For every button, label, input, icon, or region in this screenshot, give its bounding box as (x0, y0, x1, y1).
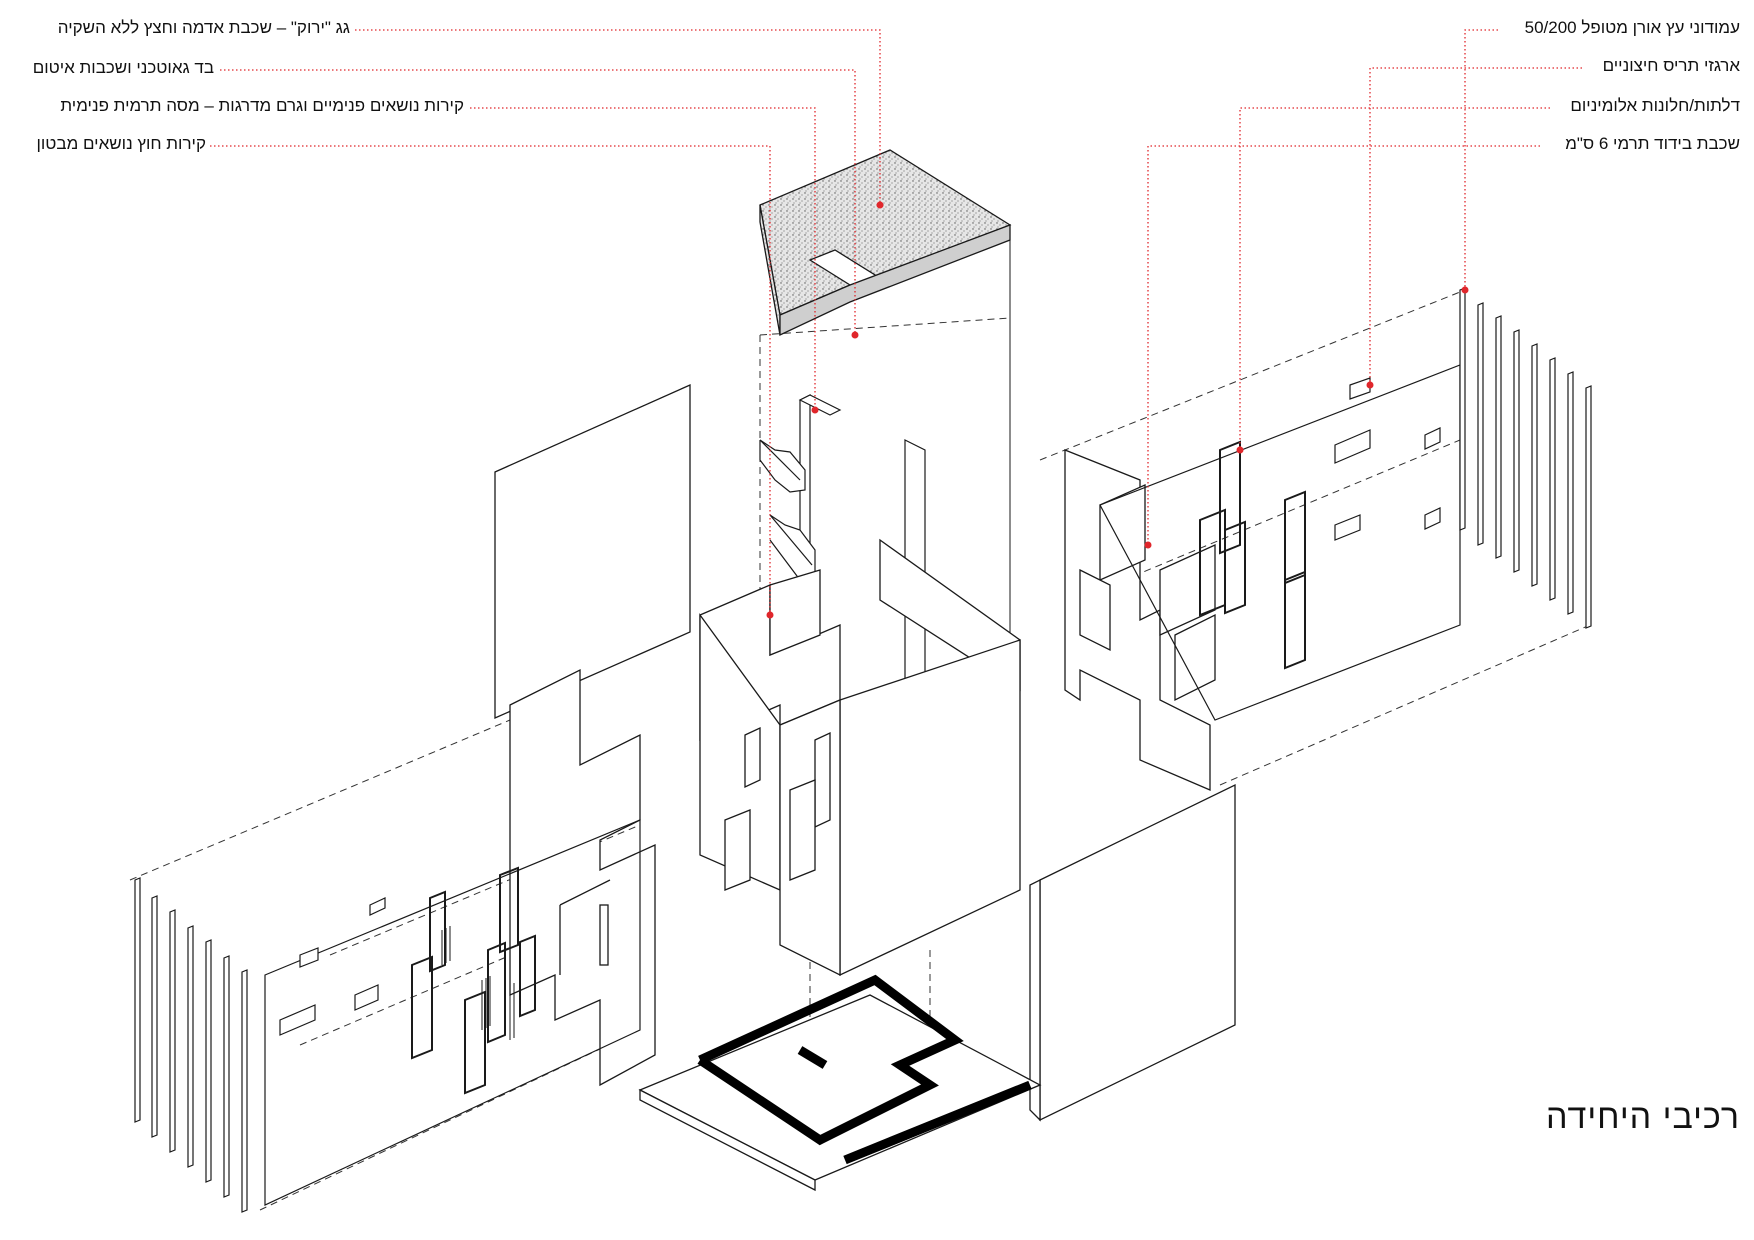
right-wood-slats (1459, 287, 1592, 629)
label-green-roof: גג "ירוק" – שכבת אדמה וחצץ ללא השקיה (57, 18, 350, 37)
label-aluminium-doors: דלתות/חלונות אלומיניום (1570, 96, 1740, 115)
label-shutter-boxes: ארגזי תריס חיצוניים (1602, 56, 1740, 75)
left-insulation-plane (264, 819, 641, 1206)
lower-right-box (1029, 783, 1236, 1122)
label-geotextile: בד גאוטכני ושכבות איטום (32, 58, 214, 77)
left-shutter-boxes (279, 897, 386, 1036)
back-wall-left (494, 383, 691, 719)
right-windows (1199, 440, 1306, 670)
central-volume (699, 538, 1021, 977)
left-windows (411, 866, 536, 1095)
label-external-walls: קירות חוץ נושאים מבטון (36, 134, 206, 153)
right-insulation-plane (1099, 364, 1461, 721)
label-insulation: שכבת בידוד תרמי 6 ס"מ (1565, 134, 1740, 153)
diagram-title: רכיבי היחידה (1545, 1098, 1740, 1136)
leader-dots (766, 201, 1469, 619)
right-facade-wall (1064, 449, 1216, 791)
green-roof-slab (759, 149, 1012, 337)
label-wood-posts: עמודוני עץ אורן מטופל 50/200 (1524, 18, 1740, 37)
left-wood-slats (134, 877, 248, 1213)
ground-slab (638, 994, 1042, 1192)
floor-plan-walls (697, 974, 1032, 1165)
right-shutter-boxes (1334, 377, 1441, 541)
left-window-shutters (441, 926, 515, 1040)
left-facade-wall (509, 668, 656, 1087)
leader-lines (210, 29, 1582, 615)
label-internal-walls: קירות נושאים פנימיים וגרם מדרגות – מסה ת… (60, 96, 464, 115)
